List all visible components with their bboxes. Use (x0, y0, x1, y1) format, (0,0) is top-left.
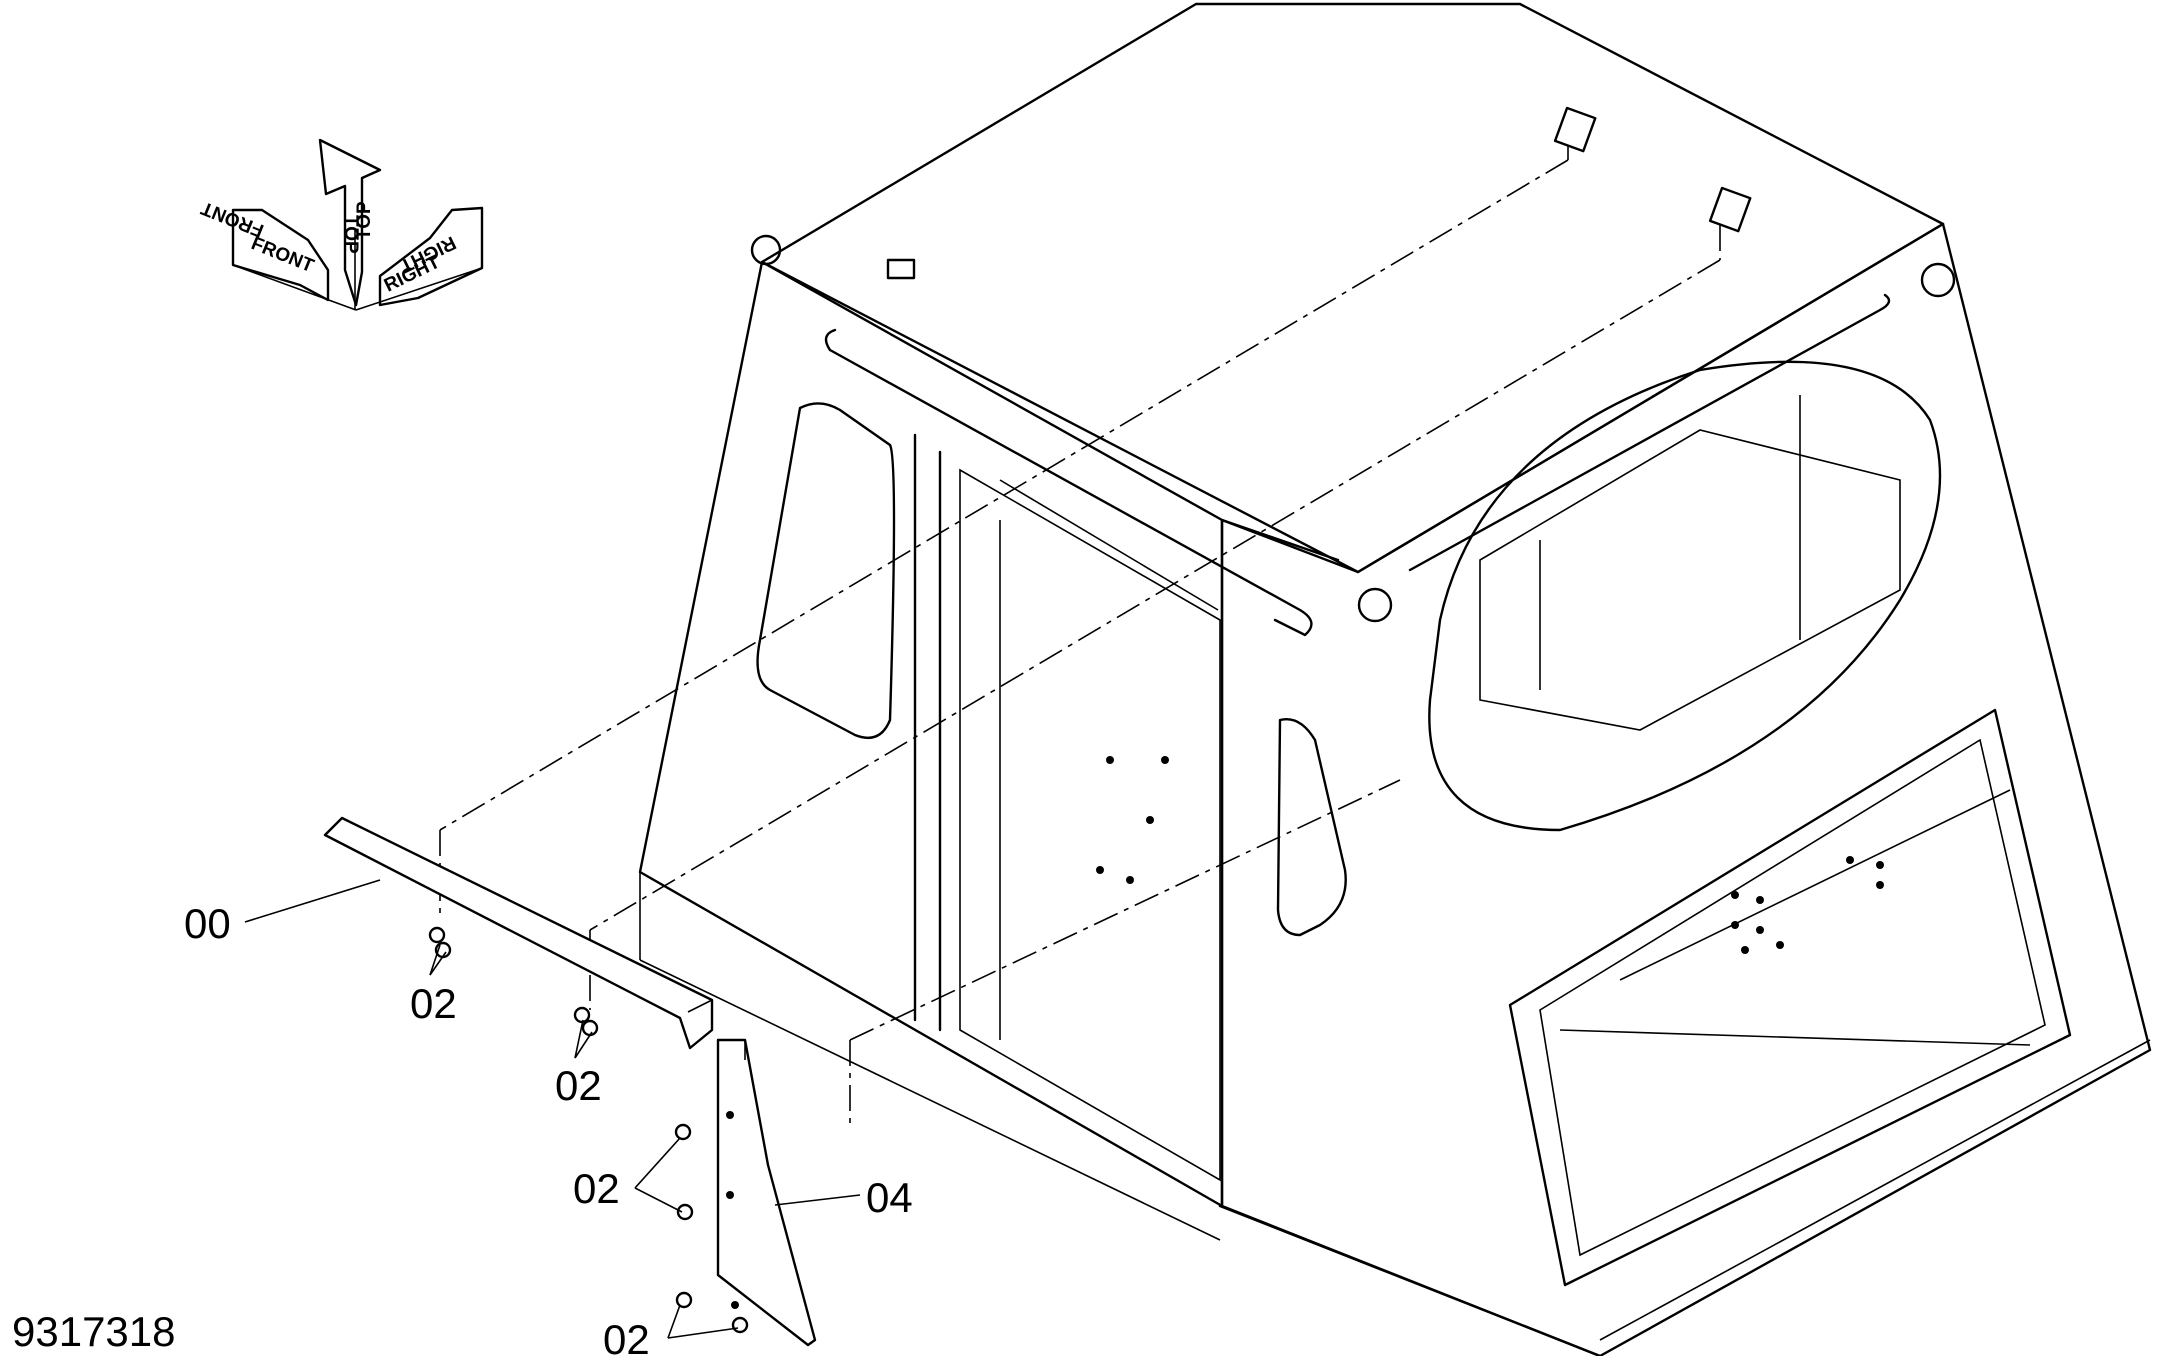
callout-02-a: 02 (410, 980, 457, 1027)
top-label-a: TOP (340, 215, 361, 254)
callout-02-b: 02 (555, 1062, 602, 1109)
drawing-number: 9317318 (12, 1308, 176, 1355)
callout-04: 04 (866, 1174, 913, 1221)
callout-00: 00 (184, 900, 231, 947)
cab-frame (439, 2, 2152, 1356)
bolt-holes (1096, 756, 1884, 954)
orientation-symbol: FRONT FRONT TOP TOP RIGHT RIGHT (198, 138, 484, 311)
top-label-b: TOP (354, 201, 375, 240)
callout-02-d: 02 (603, 1316, 650, 1356)
callout-02-c: 02 (573, 1165, 620, 1212)
part-04-plate (716, 1038, 817, 1347)
leader-lines (244, 879, 861, 1339)
part-00-bracket (323, 816, 714, 1050)
